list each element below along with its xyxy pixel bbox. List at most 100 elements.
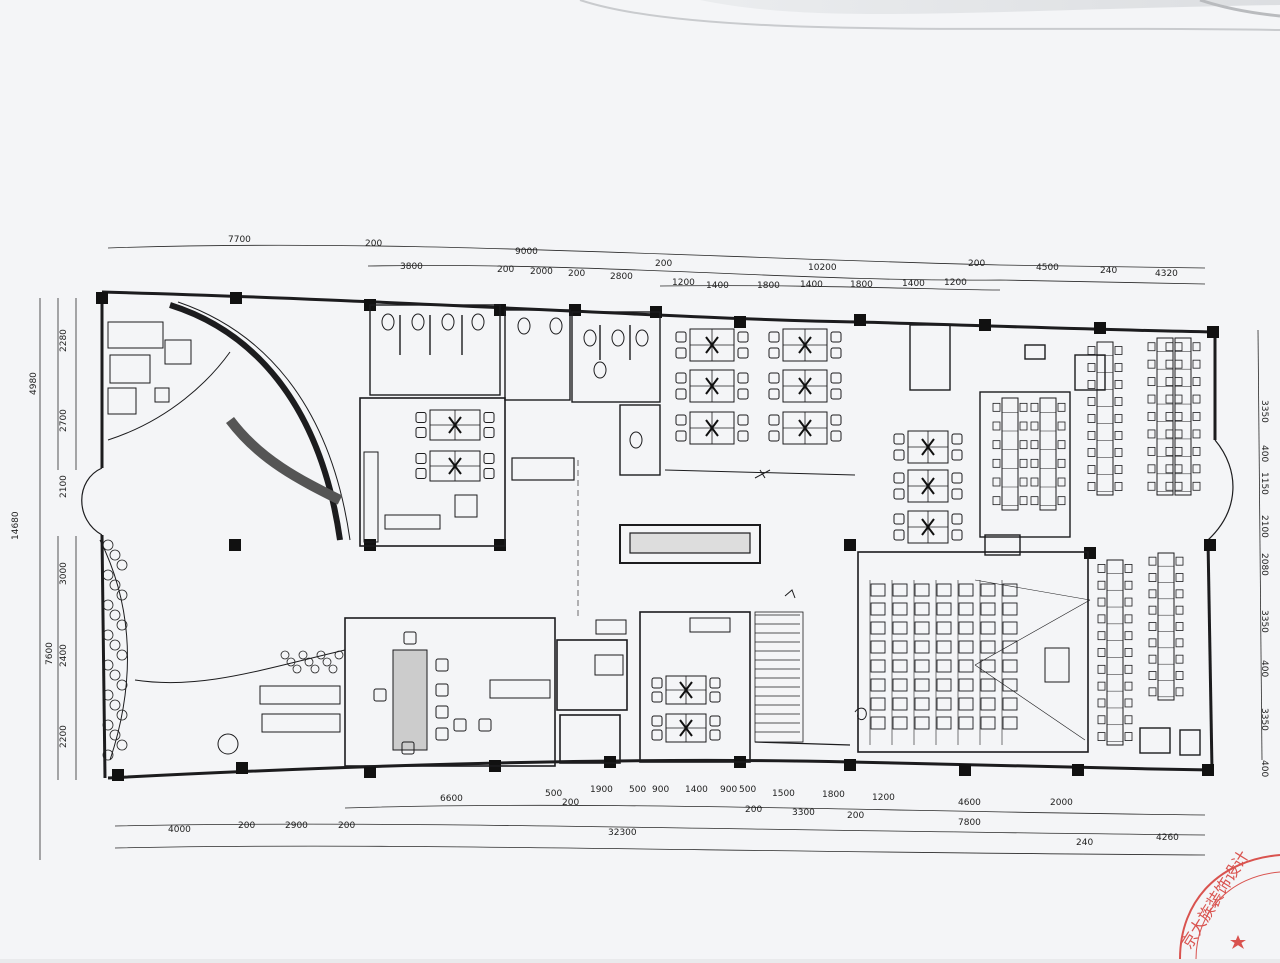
chair-icon xyxy=(1057,477,1066,487)
staircase xyxy=(754,611,851,746)
chair-icon xyxy=(1002,697,1018,711)
chair-icon xyxy=(992,496,1001,506)
workstation-row xyxy=(1087,341,1123,496)
chair-icon xyxy=(1030,477,1039,487)
chair-icon xyxy=(1114,397,1123,406)
dimension-label: 200 xyxy=(968,259,985,269)
chair-icon xyxy=(958,583,974,597)
chair-icon xyxy=(675,414,687,426)
chair-icon xyxy=(1019,477,1028,487)
chair-icon xyxy=(1147,342,1156,352)
dimension-label: 200 xyxy=(238,821,255,831)
paper-fold xyxy=(579,0,1280,31)
chair-icon xyxy=(1148,556,1157,566)
chair-icon xyxy=(951,449,963,461)
paper-edge xyxy=(1199,0,1280,18)
dimension-label: 2800 xyxy=(610,272,633,282)
column-icon xyxy=(569,304,581,316)
training-room xyxy=(857,551,1091,753)
open-office-north xyxy=(664,469,856,476)
dimension-label: 4500 xyxy=(1036,263,1059,273)
chair-icon xyxy=(992,458,1001,468)
chair-icon xyxy=(1087,465,1096,474)
chair-icon xyxy=(1165,377,1174,387)
chair-icon xyxy=(651,691,663,703)
chair-icon xyxy=(768,414,780,426)
chair-icon xyxy=(1097,580,1106,590)
plant-icon xyxy=(286,657,296,667)
chair-icon xyxy=(1097,664,1106,674)
dimension-label: 1800 xyxy=(757,281,780,291)
chair-icon xyxy=(870,678,886,692)
dimension-label: 1400 xyxy=(800,280,823,290)
column-icon xyxy=(1204,539,1216,551)
desk-cluster-icon xyxy=(675,411,749,445)
chair-icon xyxy=(1165,359,1174,369)
chair-icon xyxy=(1114,414,1123,423)
chair-icon xyxy=(737,388,749,400)
chair-icon xyxy=(709,677,721,689)
dimension-label: 3350 xyxy=(1259,708,1269,731)
reception-area xyxy=(99,301,351,761)
dimension-label: 1200 xyxy=(872,793,895,803)
column-icon xyxy=(1207,326,1219,338)
dimension-label: 400 xyxy=(1259,660,1269,677)
chair-icon xyxy=(1124,681,1133,691)
chair-icon xyxy=(951,513,963,525)
chair-icon xyxy=(1087,414,1096,423)
chair-icon xyxy=(830,347,842,359)
chair-icon xyxy=(1124,614,1133,624)
structural-columns xyxy=(96,292,1219,781)
chair-icon xyxy=(958,716,974,730)
chair-icon xyxy=(951,529,963,541)
chair-icon xyxy=(1124,698,1133,708)
dimension-label: 200 xyxy=(497,265,514,275)
workstation-row xyxy=(992,397,1028,511)
dimension-label: 1800 xyxy=(850,280,873,290)
dimension-label: 3800 xyxy=(400,262,423,272)
plant-icon xyxy=(334,650,344,660)
dimension-label: 1150 xyxy=(1259,472,1269,495)
dimension-label: 3300 xyxy=(792,808,815,818)
dimension-label: 240 xyxy=(1100,266,1117,276)
chair-icon xyxy=(1087,482,1096,491)
toilet-icon xyxy=(549,317,563,335)
chair-icon xyxy=(914,716,930,730)
chair-icon xyxy=(415,427,427,438)
plant-icon xyxy=(116,649,128,661)
chair-icon xyxy=(1002,659,1018,673)
desk-cluster-icon xyxy=(675,328,749,362)
chair-icon xyxy=(1192,394,1201,404)
plant-icon xyxy=(322,657,332,667)
chair-icon xyxy=(1030,421,1039,431)
workstation-row xyxy=(1148,552,1184,701)
plant-icon xyxy=(102,719,114,731)
toilet-icon xyxy=(629,431,643,449)
chair-icon xyxy=(1165,464,1174,474)
plant-icon xyxy=(102,749,114,761)
chair-icon xyxy=(893,488,905,500)
dimension-label: 2000 xyxy=(1050,798,1073,808)
chair-icon xyxy=(1002,716,1018,730)
column-icon xyxy=(1094,322,1106,334)
chair-icon xyxy=(1030,458,1039,468)
chair-icon xyxy=(415,412,427,423)
column-icon xyxy=(959,764,971,776)
chair-icon xyxy=(1192,464,1201,474)
chair-icon xyxy=(1147,412,1156,421)
chair-icon xyxy=(1175,654,1184,664)
chair-icon xyxy=(675,372,687,384)
dimension-label: 1200 xyxy=(944,278,967,288)
chair-icon xyxy=(992,440,1001,450)
chair-icon xyxy=(980,583,996,597)
chair-icon xyxy=(914,697,930,711)
chair-icon xyxy=(980,678,996,692)
column-icon xyxy=(112,769,124,781)
chair-icon xyxy=(1124,564,1133,573)
column-icon xyxy=(96,292,108,304)
column-icon xyxy=(229,539,241,551)
chair-icon xyxy=(1002,621,1018,635)
desk-cluster-icon xyxy=(415,409,495,441)
dimension-label: 2100 xyxy=(59,475,69,498)
chair-icon xyxy=(1057,496,1066,506)
